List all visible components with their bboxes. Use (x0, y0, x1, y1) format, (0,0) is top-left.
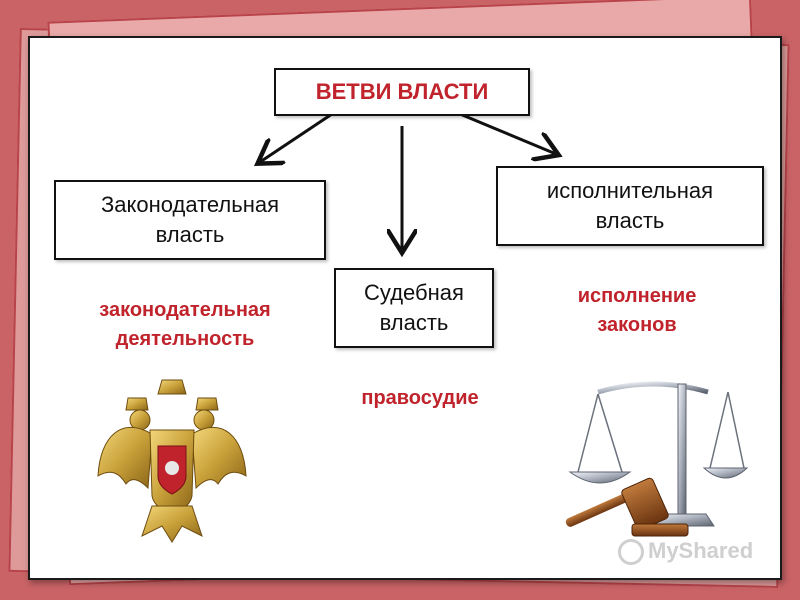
legislative-box: Законодательная власть (54, 180, 326, 260)
executive-label-line2: власть (595, 208, 665, 233)
scales-of-justice-icon (565, 381, 748, 537)
arrow-to-executive (459, 112, 556, 154)
diagram-arrows (30, 112, 780, 578)
watermark-logo-icon (618, 539, 644, 566)
executive-function-line1: исполнение (577, 285, 697, 307)
legislative-function-line2: деятельность (115, 328, 255, 350)
judicial-box: Судебная власть (334, 268, 494, 348)
judicial-label-line2: власть (379, 310, 449, 335)
slide: ВЕТВИ ВЛАСТИ Законодательная власть Суде… (28, 36, 782, 580)
executive-box: исполнительная власть (496, 166, 764, 246)
diagram-title: ВЕТВИ ВЛАСТИ (315, 79, 489, 104)
executive-function: исполнение законов (542, 282, 732, 340)
gavel-icon (565, 477, 689, 537)
judicial-label-line1: Судебная (364, 280, 464, 306)
judicial-function-line1: правосудие (361, 387, 479, 409)
legislative-label-line2: власть (155, 222, 225, 247)
title-box: ВЕТВИ ВЛАСТИ (274, 68, 530, 116)
watermark: MyShared (618, 538, 754, 566)
legislative-label-line1: Законодательная (100, 192, 280, 218)
executive-label-line1: исполнительная (546, 178, 714, 204)
legislative-function-line1: законодательная (99, 299, 271, 321)
russian-coat-of-arms-icon (97, 379, 247, 543)
watermark-text: MyShared (648, 538, 754, 563)
arrow-to-legislative (260, 112, 333, 162)
legislative-function: законодательная деятельность (50, 296, 320, 354)
judicial-function: правосудие (330, 384, 510, 413)
executive-function-line2: законов (597, 314, 677, 336)
